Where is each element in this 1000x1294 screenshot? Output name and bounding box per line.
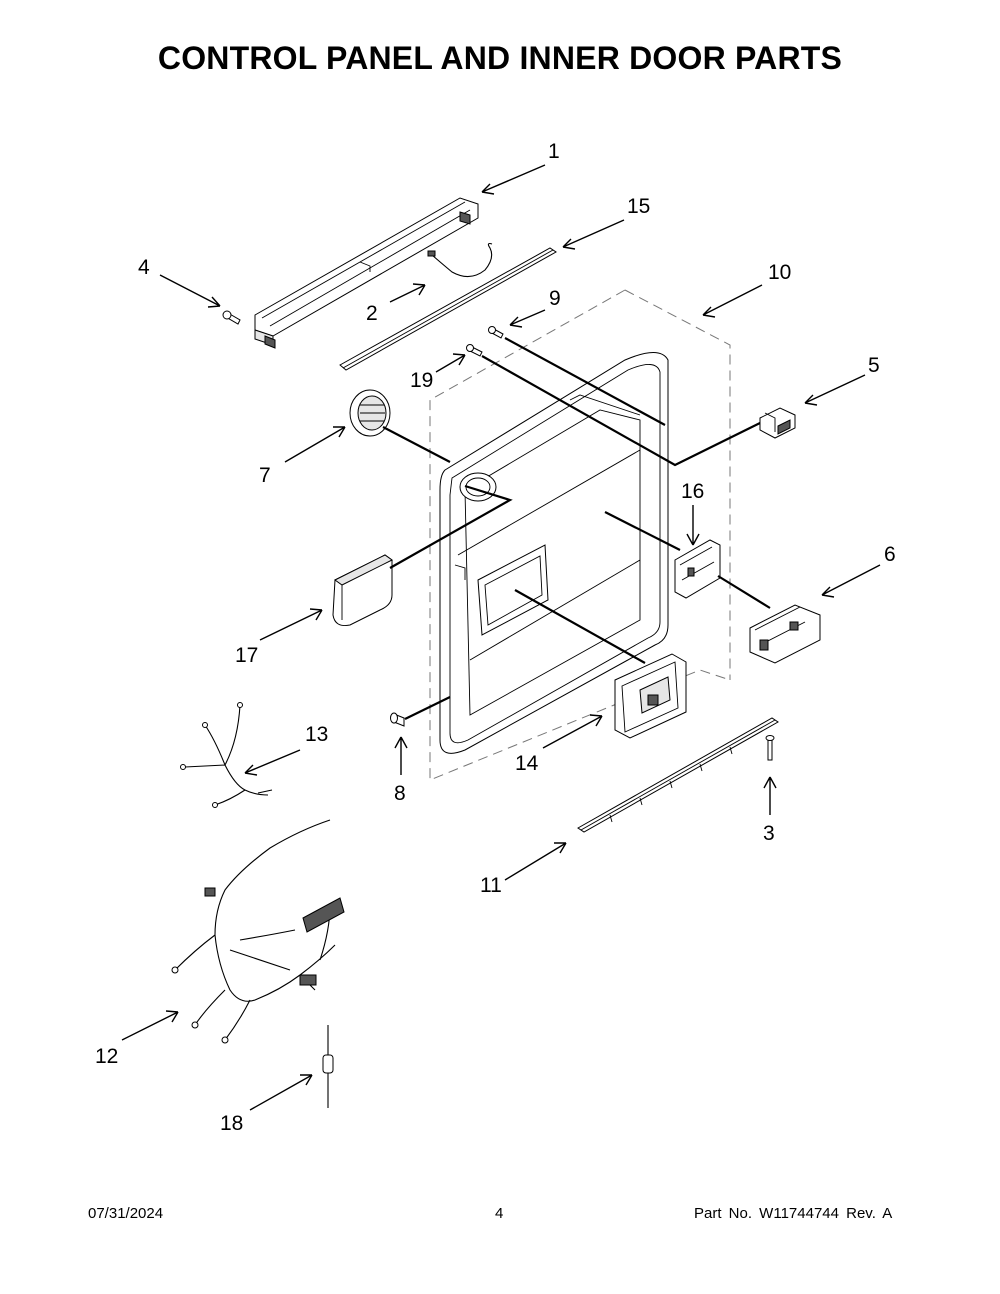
footer-page-number: 4	[495, 1205, 504, 1222]
callout-15: 15	[627, 195, 650, 218]
part-2-wire-lead	[427, 242, 493, 278]
page-title: CONTROL PANEL AND INNER DOOR PARTS	[157, 40, 843, 76]
part-11-lower-rail	[577, 717, 779, 833]
part-4-screw	[222, 310, 241, 325]
callout-13: 13	[305, 723, 328, 746]
callout-10: 10	[768, 261, 791, 284]
part-3-screw	[765, 735, 775, 761]
leader-lines	[382, 337, 771, 720]
part-13-wire-harness	[180, 702, 273, 808]
part-5-switch	[759, 407, 796, 439]
part-15-trim-strip	[339, 247, 557, 371]
callout-8: 8	[394, 782, 406, 805]
part-9-screw	[488, 326, 504, 339]
part-16-bracket	[674, 539, 721, 599]
part-7-vent	[349, 389, 391, 437]
callout-4: 4	[138, 256, 150, 279]
callout-18: 18	[220, 1112, 243, 1135]
part-8-screw	[390, 712, 405, 727]
callout-9: 9	[549, 287, 561, 310]
part-19-screw	[466, 344, 483, 357]
part-1-control-panel	[254, 197, 479, 349]
callout-3: 3	[763, 822, 775, 845]
callout-19: 19	[410, 369, 433, 392]
callout-7: 7	[259, 464, 271, 487]
callout-1: 1	[548, 140, 560, 163]
callout-2: 2	[366, 302, 378, 325]
footer-part-number: Part No. W11744744 Rev. A	[694, 1205, 893, 1222]
part-18-thermal-fuse	[322, 1025, 334, 1108]
callout-arrows	[121, 164, 881, 1111]
callout-17: 17	[235, 644, 258, 667]
callout-16: 16	[681, 480, 704, 503]
callout-labels: 1 2 3 4 5 6 7 8 9 10 11 12 13 14 15 16 1…	[95, 140, 896, 1135]
callout-6: 6	[884, 543, 896, 566]
callout-14: 14	[515, 752, 539, 775]
part-14-detergent-dispenser	[614, 653, 687, 739]
inner-door-panel	[439, 352, 669, 754]
callout-12: 12	[95, 1045, 118, 1068]
part-12-main-wire-harness	[171, 819, 345, 1044]
part-6-door-latch	[749, 604, 821, 664]
part-17-rinse-aid-dispenser	[332, 554, 393, 626]
callout-5: 5	[868, 354, 880, 377]
footer-date: 07/31/2024	[88, 1205, 164, 1222]
callout-11: 11	[480, 874, 502, 897]
